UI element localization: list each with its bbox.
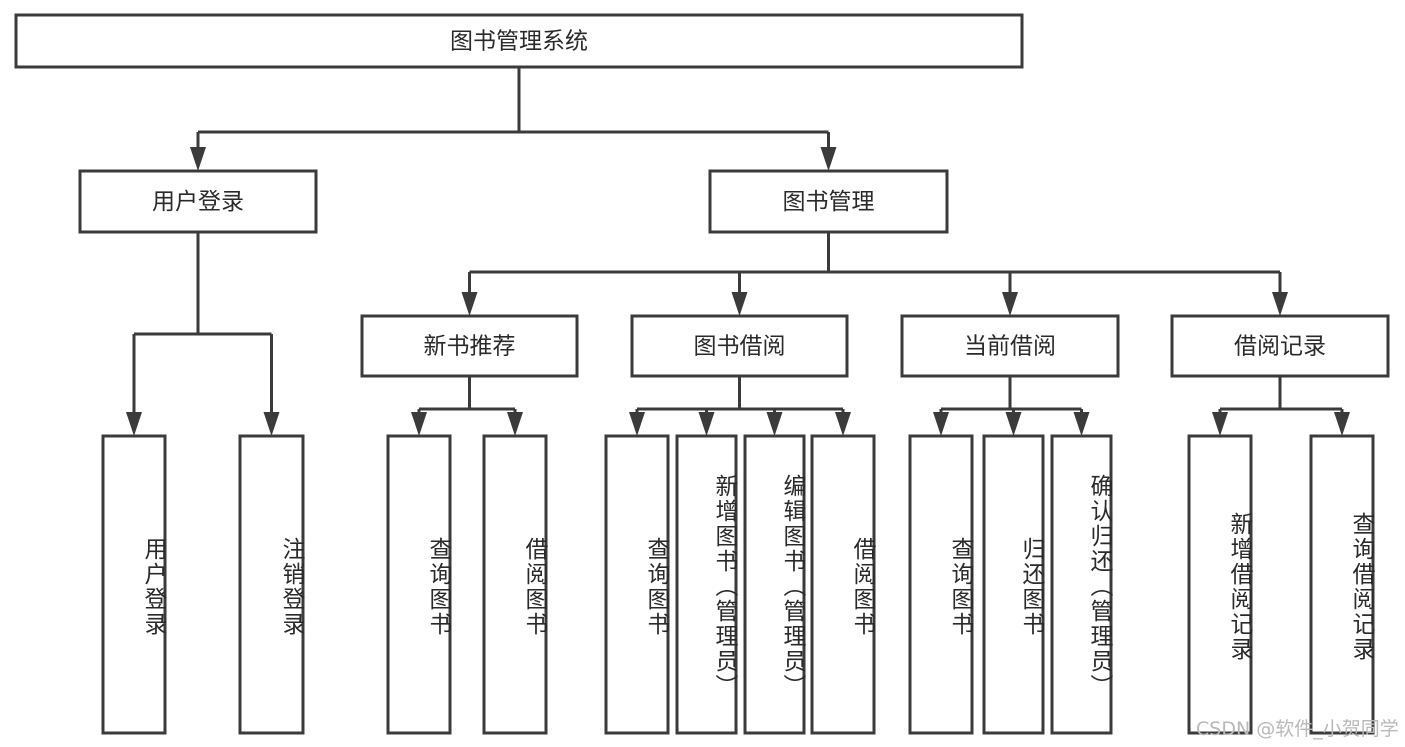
watermark-text: CSDN @软件_小贺同学 — [1196, 718, 1399, 740]
bookmanage-to-level3-arrow-0 — [461, 292, 478, 316]
leaf-leaf-add-book[interactable] — [675, 434, 738, 735]
leaf-leaf-confirm-return[interactable] — [1050, 434, 1113, 735]
bookmanage-to-level3-arrow-3 — [1272, 292, 1288, 316]
leaf-leaf-borrow-book-recommend-rect[interactable] — [482, 434, 548, 735]
leaf-leaf-user-login[interactable] — [101, 434, 167, 735]
node-new-book-recommend[interactable]: 新书推荐 — [360, 314, 579, 378]
node-user-login[interactable]: 用户登录 — [78, 169, 318, 234]
leaf-leaf-query-book-current[interactable] — [908, 434, 974, 735]
node-borrow-records-label: 借阅记录 — [1234, 334, 1326, 360]
borrow-records-to-leaves-arrow-0 — [1212, 412, 1228, 436]
root-to-level2-arrow-1 — [820, 147, 837, 171]
leaf-leaf-user-login-rect[interactable] — [101, 434, 167, 735]
leaf-leaf-add-borrow-record-rect[interactable] — [1187, 434, 1253, 735]
leaf-leaf-add-book-rect[interactable] — [675, 434, 738, 735]
node-root[interactable]: 图书管理系统 — [14, 13, 1024, 69]
userlogin-to-leaves-arrow-0 — [126, 412, 142, 436]
leaf-leaf-query-book-recommend-rect[interactable] — [386, 434, 452, 735]
userlogin-to-leaves-arrow-1 — [263, 412, 280, 436]
leaf-leaf-query-book-borrow[interactable] — [604, 434, 670, 735]
borrow-records-to-leaves-arrow-1 — [1334, 412, 1350, 436]
leaf-leaf-logout[interactable] — [238, 434, 305, 735]
node-book-manage[interactable]: 图书管理 — [708, 169, 949, 234]
leaf-leaf-query-borrow-record[interactable] — [1309, 434, 1375, 735]
leaf-leaf-edit-book[interactable] — [743, 434, 806, 735]
new-book-recommend-to-leaves-arrow-1 — [507, 412, 523, 436]
new-book-recommend-to-leaves-arrow-0 — [411, 412, 427, 436]
current-borrow-to-leaves-arrow-0 — [933, 412, 949, 436]
leaf-leaf-edit-book-rect[interactable] — [743, 434, 806, 735]
node-book-manage-label: 图书管理 — [783, 189, 875, 215]
bookmanage-to-level3-arrow-1 — [731, 292, 748, 316]
leaf-leaf-borrow-book-rect[interactable] — [810, 434, 876, 735]
leaf-leaf-borrow-book-recommend[interactable] — [482, 434, 548, 735]
current-borrow-to-leaves-arrow-1 — [1005, 412, 1022, 436]
book-borrow-to-leaves-arrow-0 — [629, 412, 645, 436]
leaf-leaf-query-book-current-rect[interactable] — [908, 434, 974, 735]
book-borrow-to-leaves-arrow-3 — [835, 412, 851, 436]
leaf-leaf-borrow-book[interactable] — [810, 434, 876, 735]
leaf-leaf-add-borrow-record[interactable] — [1187, 434, 1253, 735]
node-borrow-records[interactable]: 借阅记录 — [1170, 314, 1390, 378]
node-root-label: 图书管理系统 — [450, 29, 588, 55]
node-root-rect[interactable] — [14, 13, 1024, 69]
book-borrow-to-leaves-arrow-1 — [698, 412, 715, 436]
leaf-leaf-return-book[interactable] — [982, 434, 1045, 735]
leaf-leaf-logout-rect[interactable] — [238, 434, 305, 735]
node-book-borrow-label: 图书借阅 — [694, 334, 786, 360]
node-user-login-rect[interactable] — [78, 169, 318, 234]
leaf-leaf-query-book-recommend[interactable] — [386, 434, 452, 735]
node-current-borrow-label: 当前借阅 — [964, 334, 1056, 360]
leaf-leaf-query-book-borrow-rect[interactable] — [604, 434, 670, 735]
node-new-book-recommend-label: 新书推荐 — [424, 334, 516, 360]
root-to-level2-arrow-0 — [190, 147, 206, 171]
node-new-book-recommend-rect[interactable] — [360, 314, 579, 378]
leaf-leaf-query-borrow-record-rect[interactable] — [1309, 434, 1375, 735]
node-current-borrow-rect[interactable] — [900, 314, 1120, 378]
leaf-leaf-return-book-rect[interactable] — [982, 434, 1045, 735]
bookmanage-to-level3-arrow-2 — [1002, 292, 1018, 316]
node-book-borrow[interactable]: 图书借阅 — [630, 314, 849, 378]
current-borrow-to-leaves-arrow-2 — [1073, 412, 1090, 436]
node-current-borrow[interactable]: 当前借阅 — [900, 314, 1120, 378]
leaf-leaf-confirm-return-rect[interactable] — [1050, 434, 1113, 735]
book-borrow-to-leaves-arrow-2 — [766, 412, 783, 436]
node-user-login-label: 用户登录 — [152, 189, 244, 215]
